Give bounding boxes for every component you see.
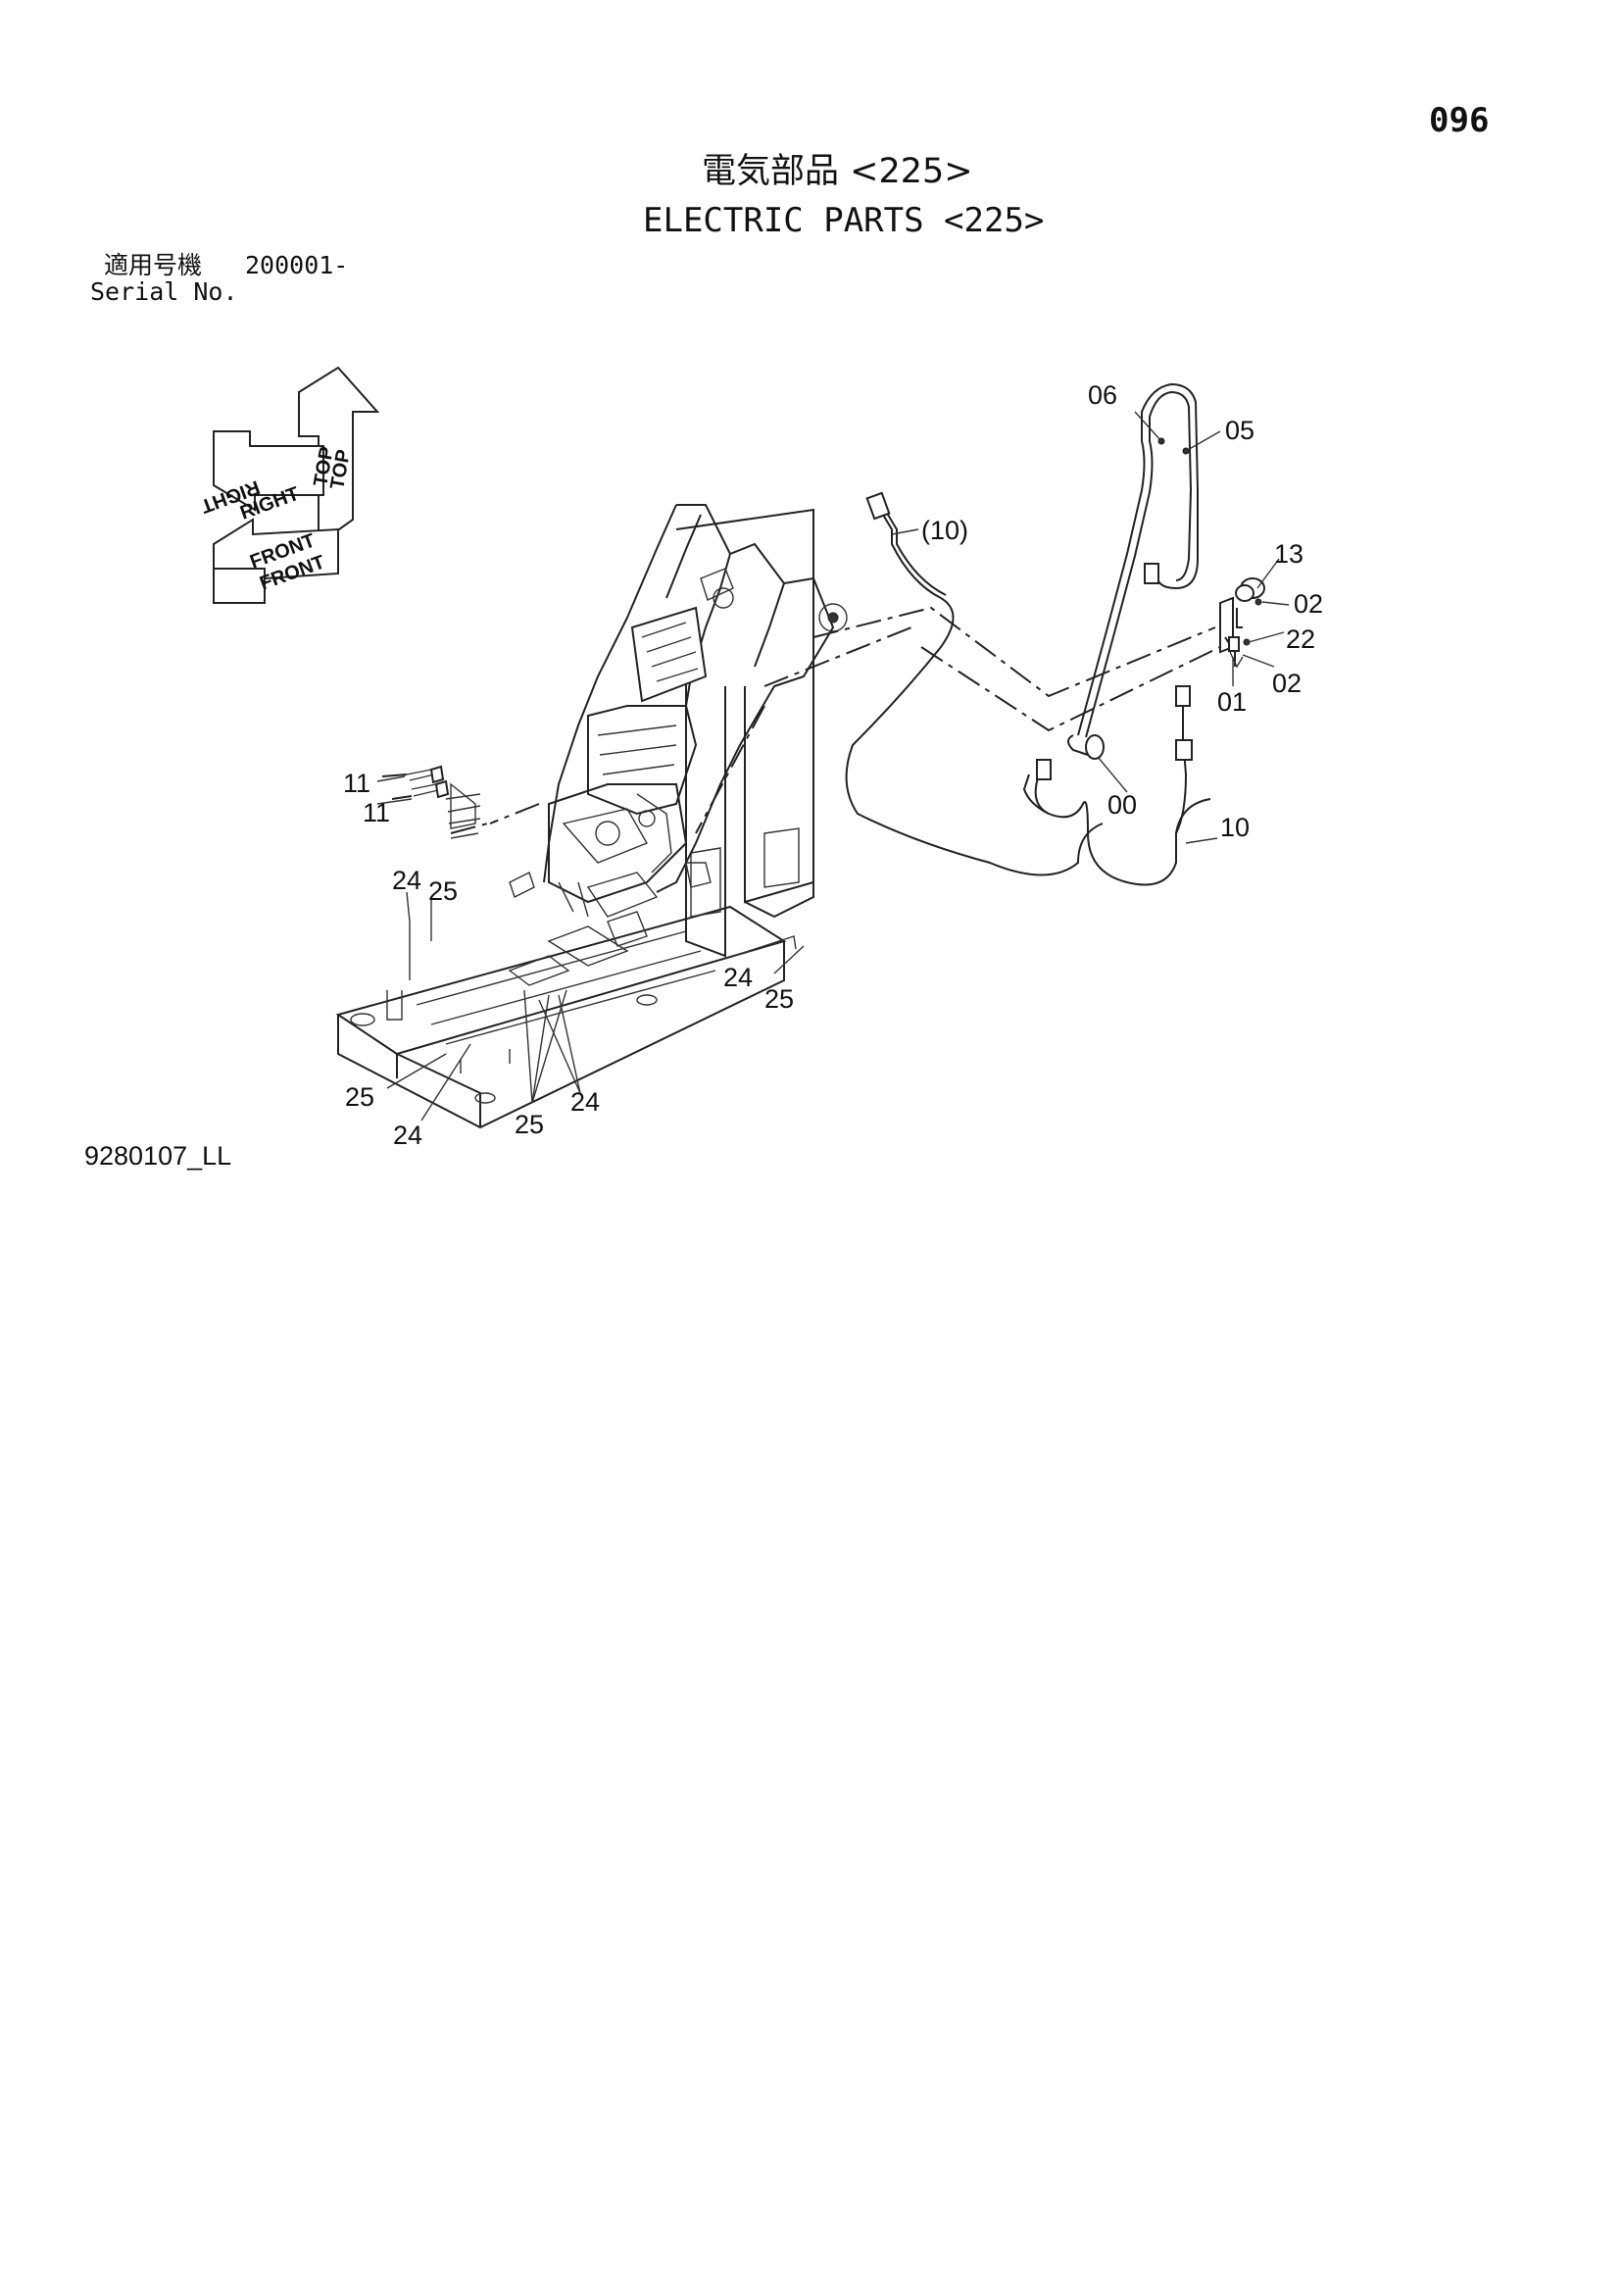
serial-label-japanese: 適用号機 <box>104 251 203 279</box>
page-title-english: ELECTRIC PARTS <225> <box>643 201 1045 240</box>
machine-frame <box>675 508 814 958</box>
callout-25-right: 25 <box>764 984 794 1014</box>
serial-label-english: Serial No. <box>90 277 238 306</box>
switch-bracket <box>1219 577 1265 669</box>
serial-range: 200001- <box>245 251 349 279</box>
callout-10-ref: (10) <box>921 516 968 545</box>
callout-25-left: 25 <box>428 876 458 906</box>
callout-06: 06 <box>1088 380 1117 410</box>
callout-01: 01 <box>1217 687 1247 717</box>
callout-25-bottom-center: 25 <box>515 1110 544 1139</box>
callout-24-bottom-right: 24 <box>570 1087 600 1117</box>
callout-24-left: 24 <box>392 866 421 895</box>
base-frame <box>335 905 787 1129</box>
leader-lines <box>376 411 1290 1122</box>
callout-02-lower: 02 <box>1272 669 1302 698</box>
boom-assembly <box>509 504 848 947</box>
callout-02-upper: 02 <box>1294 589 1323 619</box>
callout-25-bottom-left: 25 <box>345 1082 374 1112</box>
callout-00: 00 <box>1107 790 1137 820</box>
callout-05: 05 <box>1225 416 1254 445</box>
callout-labels: 06 05 (10) 13 02 22 02 01 00 10 11 11 24… <box>343 380 1323 1150</box>
page-number: 096 <box>1429 101 1490 140</box>
wire-harness-10 <box>1022 685 1211 886</box>
callout-24-bottom-left: 24 <box>393 1121 422 1150</box>
page-title-japanese: 電気部品 <225> <box>702 152 973 191</box>
callout-10: 10 <box>1220 813 1250 842</box>
cable-05-06 <box>1067 382 1199 760</box>
callout-11-upper: 11 <box>343 769 370 798</box>
wire-harness-10-upper <box>845 491 1104 876</box>
figure-id: 9280107_LL <box>84 1141 232 1171</box>
callout-13: 13 <box>1274 539 1303 569</box>
callout-24-right: 24 <box>723 963 753 992</box>
orientation-indicator: TOP TOP RIGHT RIGHT FRONT FRONT <box>198 366 380 604</box>
callout-22: 22 <box>1286 624 1315 654</box>
part-11-cluster <box>381 765 481 839</box>
callout-11-lower: 11 <box>363 798 390 827</box>
